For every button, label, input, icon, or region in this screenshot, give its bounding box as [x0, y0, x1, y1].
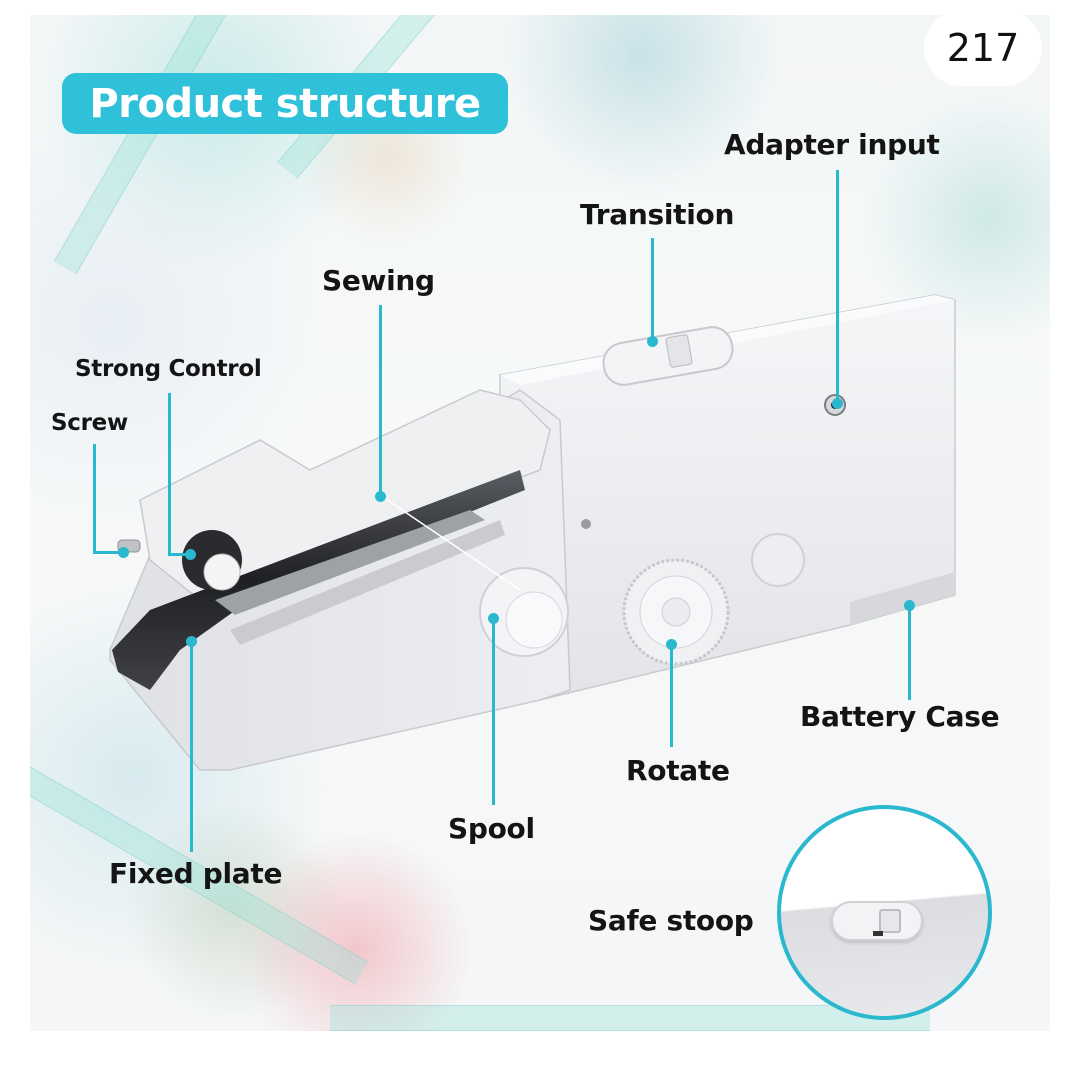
leader-dot-battery-case	[904, 600, 915, 611]
label-fixed-plate: Fixed plate	[109, 857, 283, 890]
leader-line-rotate	[670, 645, 673, 747]
leader-line-screw	[93, 444, 96, 554]
label-rotate: Rotate	[626, 754, 730, 787]
label-sewing: Sewing	[322, 264, 435, 297]
page-number-badge: 217	[924, 10, 1042, 86]
leader-dot-rotate	[666, 639, 677, 650]
safe-stoop-detail-inset	[777, 805, 992, 1020]
label-battery-case: Battery Case	[800, 700, 1000, 733]
leader-line-spool	[492, 619, 495, 805]
leader-line-adapter-input	[836, 170, 839, 402]
leader-line-battery-case	[908, 606, 911, 700]
leader-dot-strong-control	[185, 549, 196, 560]
label-transition: Transition	[580, 198, 735, 231]
leader-line-transition	[651, 238, 654, 340]
leader-line-fixed-plate	[190, 642, 193, 852]
label-adapter-input: Adapter input	[724, 128, 940, 161]
leader-line-strong-control	[168, 393, 171, 556]
leader-dot-sewing	[375, 491, 386, 502]
label-screw: Screw	[51, 410, 128, 436]
leader-dot-transition	[647, 336, 658, 347]
product-structure-title: Product structure	[62, 73, 508, 134]
leader-line-sewing	[379, 305, 382, 495]
leader-line-screw-h	[93, 551, 123, 554]
label-safe-stoop: Safe stoop	[588, 904, 754, 937]
switch-knob	[879, 909, 901, 933]
leader-dot-adapter-input	[832, 398, 843, 409]
leader-dot-fixed-plate	[186, 636, 197, 647]
leader-line-strong-control-h	[168, 553, 190, 556]
label-strong-control: Strong Control	[75, 356, 262, 382]
measuring-tape-decoration	[330, 1005, 930, 1031]
leader-dot-screw	[118, 547, 129, 558]
measuring-tape-decoration	[53, 15, 227, 275]
leader-dot-spool	[488, 613, 499, 624]
switch-slot	[873, 931, 883, 936]
safety-switch-icon	[831, 901, 923, 941]
label-spool: Spool	[448, 812, 535, 845]
